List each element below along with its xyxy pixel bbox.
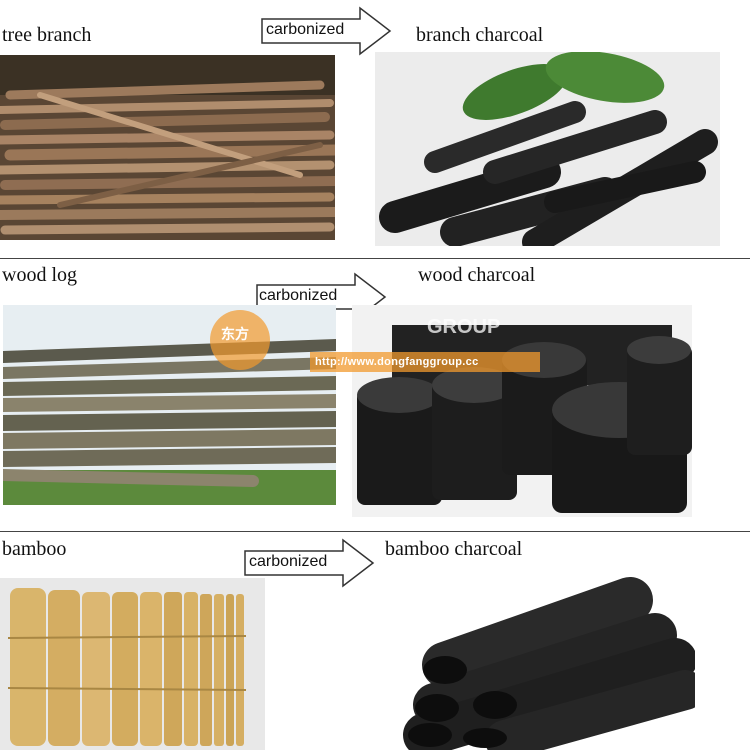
- arrow-right-icon: [261, 6, 392, 56]
- arrow-right-icon: [244, 538, 375, 588]
- tree-branch-label: tree branch: [2, 24, 92, 46]
- carbonized-text: carbonized: [249, 553, 328, 570]
- watermark: 东方 GROUP http://www.dongfanggroup.cc: [195, 300, 540, 380]
- bamboo-photo: [0, 578, 265, 750]
- watermark-url: http://www.dongfanggroup.cc: [315, 356, 479, 368]
- wood-charcoal-label: wood charcoal: [418, 264, 536, 286]
- row-divider: [0, 531, 750, 532]
- row-divider: [0, 258, 750, 259]
- carbonized-text: carbonized: [266, 21, 345, 38]
- bamboo-charcoal-photo: [385, 570, 695, 750]
- branch-charcoal-label: branch charcoal: [416, 24, 544, 46]
- branch-charcoal-photo: [375, 52, 720, 246]
- bamboo-label: bamboo: [2, 538, 67, 560]
- carbonized-arrow-1: carbonized: [260, 6, 392, 56]
- watermark-brand: GROUP: [427, 316, 501, 338]
- carbonized-text: carbonized: [259, 287, 338, 304]
- wood-charcoal-photo: [352, 305, 692, 517]
- carbonized-arrow-3: carbonized: [243, 538, 375, 588]
- wood-log-label: wood log: [2, 264, 77, 286]
- wood-log-photo: [3, 305, 336, 505]
- watermark-brand-cn: 东方: [221, 327, 249, 343]
- bamboo-charcoal-label: bamboo charcoal: [385, 538, 523, 560]
- tree-branch-photo: [0, 55, 335, 240]
